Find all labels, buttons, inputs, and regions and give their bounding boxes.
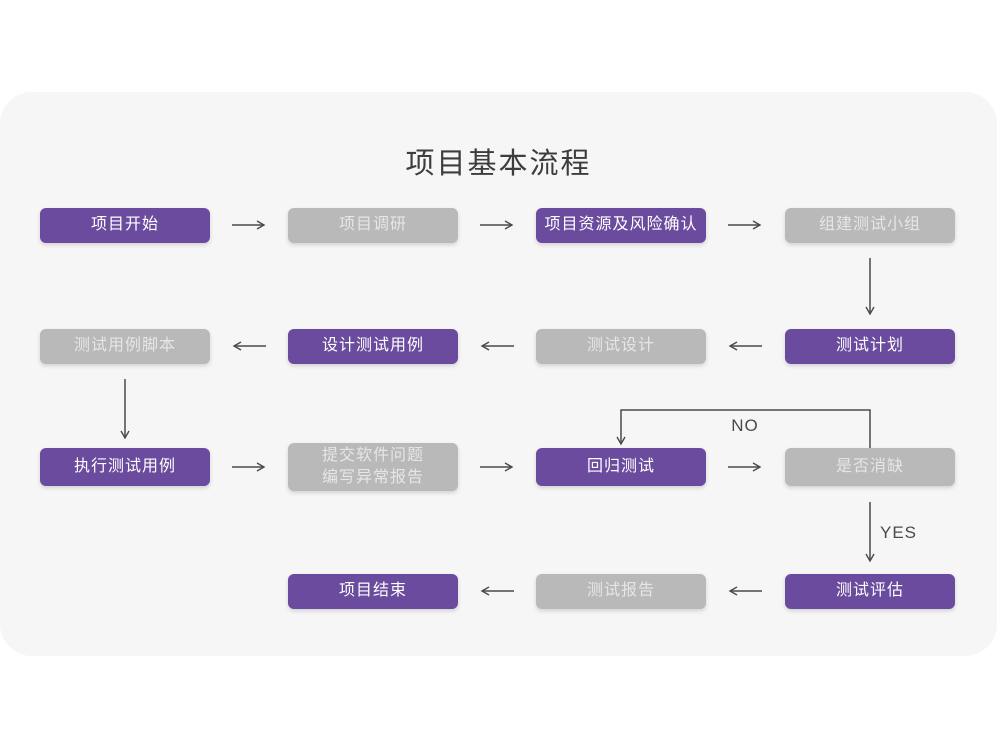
node-label: 项目调研: [338, 216, 407, 233]
node-evaluation: 测试评估: [785, 573, 955, 609]
node-label: 回归测试: [586, 458, 655, 475]
node-label: 提交软件问题: [321, 447, 424, 464]
flowchart-card: [0, 92, 997, 656]
node-start: 项目开始: [40, 207, 210, 243]
branch-label-yes: YES: [880, 523, 918, 542]
node-design: 测试设计: [536, 328, 706, 364]
node-label: 项目结束: [338, 582, 407, 599]
node-plan: 测试计划: [785, 328, 955, 364]
node-label: 执行测试用例: [73, 458, 176, 475]
node-cases: 设计测试用例: [288, 328, 458, 364]
node-research: 项目调研: [288, 207, 458, 243]
node-label: 测试评估: [835, 582, 904, 599]
node-execute: 执行测试用例: [40, 448, 210, 486]
node-report-issues: 提交软件问题编写异常报告: [288, 443, 458, 491]
node-label: 测试用例脚本: [73, 337, 176, 354]
node-label: 是否消缺: [835, 458, 904, 475]
node-regression: 回归测试: [536, 448, 706, 486]
node-defect-check: 是否消缺: [785, 448, 955, 486]
node-team: 组建测试小组: [785, 207, 955, 243]
node-end: 项目结束: [288, 573, 458, 609]
node-label: 测试计划: [835, 337, 904, 354]
page-title: 项目基本流程: [405, 148, 592, 180]
node-label: 测试设计: [586, 337, 655, 354]
node-label: 测试报告: [586, 582, 655, 599]
node-report: 测试报告: [536, 573, 706, 609]
node-label: 设计测试用例: [321, 337, 424, 354]
node-label: 编写异常报告: [321, 469, 424, 486]
node-label: 组建测试小组: [818, 216, 921, 233]
node-label: 项目开始: [90, 216, 159, 233]
branch-label-no: NO: [731, 416, 759, 435]
node-scripts: 测试用例脚本: [40, 328, 210, 364]
node-resources: 项目资源及风险确认: [536, 207, 706, 243]
node-label: 项目资源及风险确认: [544, 216, 698, 233]
